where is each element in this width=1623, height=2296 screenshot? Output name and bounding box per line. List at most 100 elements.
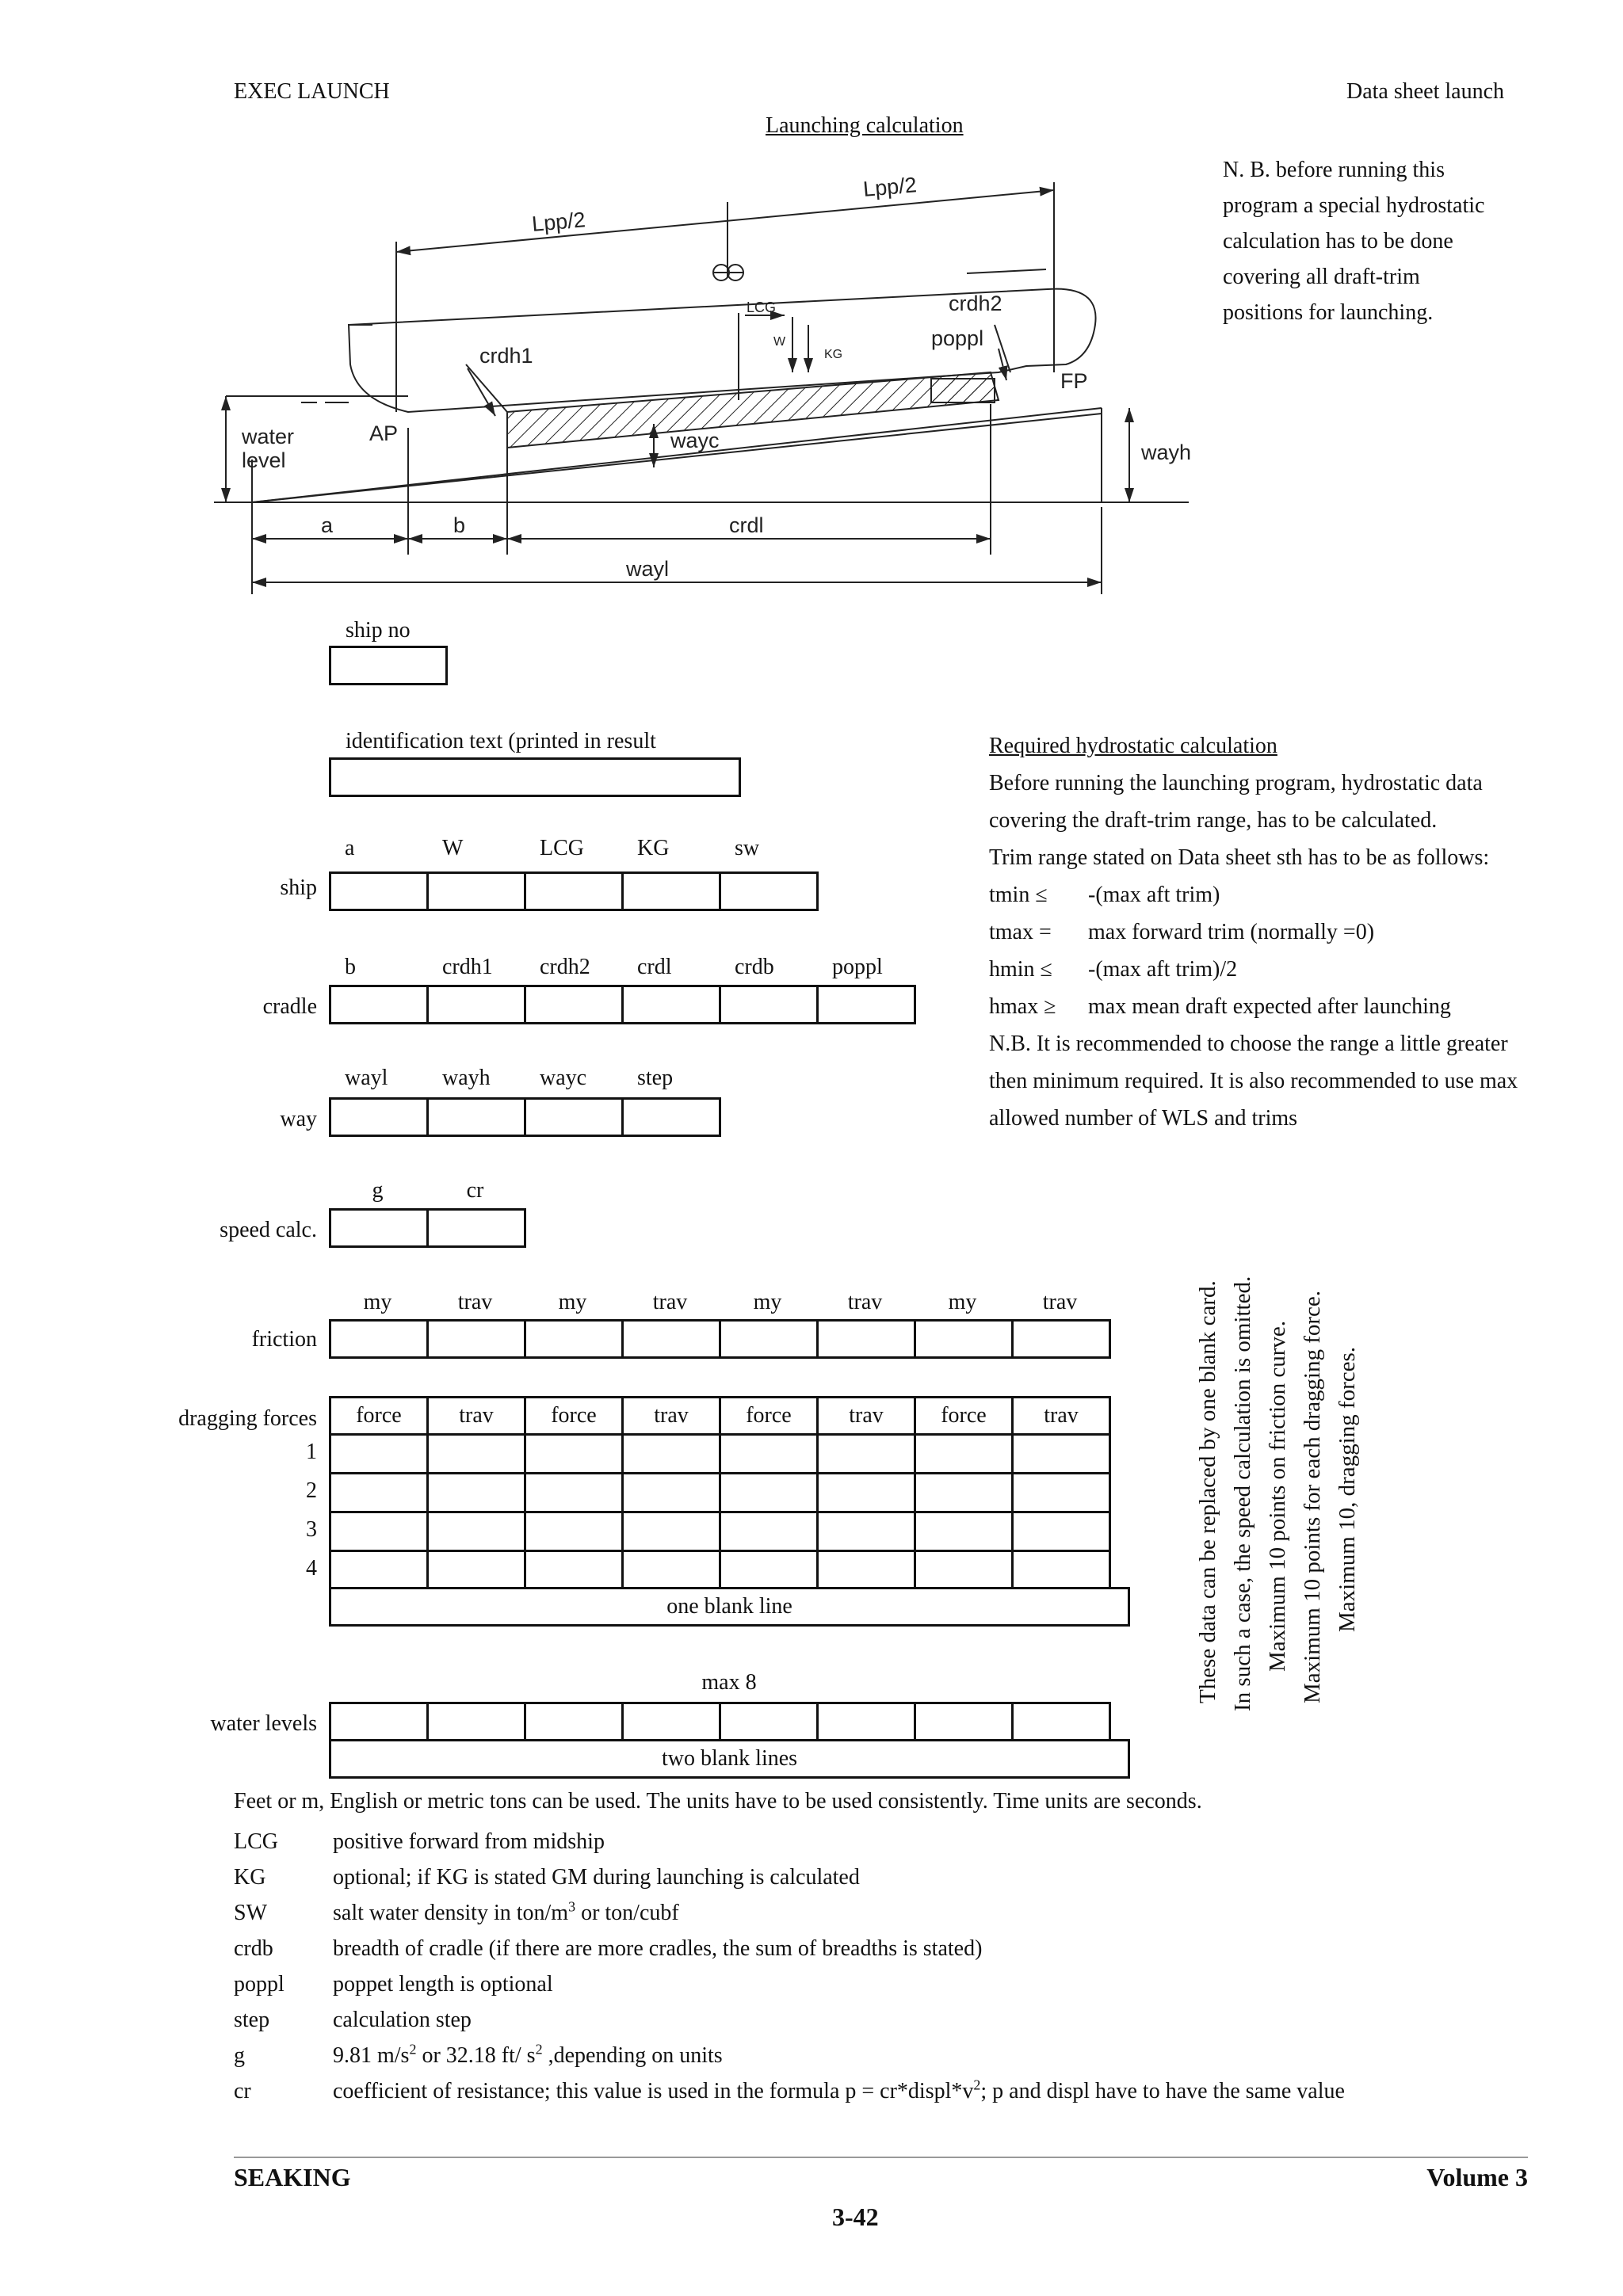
drag-column-header-label: trav (1044, 1403, 1079, 1428)
two-blank-lines-row[interactable]: two blank lines (329, 1739, 1130, 1779)
friction-column-header: my (948, 1290, 977, 1314)
water-level-cell[interactable] (816, 1702, 916, 1741)
diagram-label: KG (824, 348, 842, 361)
cradle-cell[interactable] (719, 985, 819, 1024)
ship-cell[interactable] (426, 871, 526, 911)
vertical-note: In such a case, the speed calculation is… (1230, 1276, 1255, 1711)
drag-cell[interactable] (329, 1472, 429, 1513)
cradle-cell[interactable] (816, 985, 916, 1024)
drag-cell[interactable] (816, 1472, 916, 1513)
drag-cell[interactable] (719, 1472, 819, 1513)
water-level-cell[interactable] (329, 1702, 429, 1741)
hydro-title: Required hydrostatic calculation (989, 734, 1277, 758)
water-levels-label: water levels (210, 1711, 318, 1736)
drag-cell[interactable] (524, 1433, 624, 1474)
cradle-column-header: b (345, 955, 356, 979)
ship-cell[interactable] (524, 871, 624, 911)
friction-cell[interactable] (524, 1319, 624, 1359)
ship-column-header: KG (637, 836, 670, 860)
drag-cell[interactable] (914, 1550, 1014, 1591)
drag-column-header-label: force (746, 1403, 792, 1428)
drag-cell[interactable] (914, 1511, 1014, 1552)
drag-cell[interactable] (426, 1511, 526, 1552)
ship-cell[interactable] (621, 871, 721, 911)
ident-label: identification text (printed in result (346, 729, 656, 753)
friction-column-header: trav (847, 1290, 883, 1314)
drag-cell[interactable] (719, 1550, 819, 1591)
drag-cell[interactable] (621, 1472, 721, 1513)
drag-cell[interactable] (329, 1433, 429, 1474)
footer-right: Volume 3 (1426, 2163, 1528, 2191)
one-blank-line-row[interactable]: one blank line (329, 1587, 1130, 1627)
speed-cell[interactable] (329, 1208, 429, 1248)
drag-cell[interactable] (524, 1472, 624, 1513)
drag-cell[interactable] (426, 1550, 526, 1591)
friction-column-header: my (363, 1290, 392, 1314)
drag-cell[interactable] (524, 1511, 624, 1552)
cradle-cell[interactable] (621, 985, 721, 1024)
water-level-cell[interactable] (1011, 1702, 1111, 1741)
drag-column-header-label: trav (849, 1403, 884, 1428)
friction-cell[interactable] (914, 1319, 1014, 1359)
drag-cell[interactable] (1011, 1511, 1111, 1552)
drag-cell[interactable] (1011, 1550, 1111, 1591)
drag-cell[interactable] (816, 1511, 916, 1552)
cradle-cell[interactable] (426, 985, 526, 1024)
friction-cell[interactable] (621, 1319, 721, 1359)
drag-cell[interactable] (914, 1433, 1014, 1474)
way-cell[interactable] (426, 1097, 526, 1137)
drag-cell[interactable] (914, 1472, 1014, 1513)
way-cell[interactable] (329, 1097, 429, 1137)
water-level-cell[interactable] (621, 1702, 721, 1741)
water-level-cell[interactable] (719, 1702, 819, 1741)
water-level-cell[interactable] (426, 1702, 526, 1741)
cradle (506, 371, 1000, 449)
drag-cell[interactable] (1011, 1472, 1111, 1513)
definition-term: step (234, 2008, 270, 2032)
hydro-line: N.B. It is recommended to choose the ran… (989, 1032, 1508, 1056)
speed-cell[interactable] (426, 1208, 526, 1248)
friction-cell[interactable] (329, 1319, 429, 1359)
drag-cell[interactable] (621, 1511, 721, 1552)
drag-cell[interactable] (329, 1511, 429, 1552)
way-cell[interactable] (524, 1097, 624, 1137)
drag-column-header: force (524, 1396, 624, 1436)
water-level-cell[interactable] (524, 1702, 624, 1741)
ship-no-field[interactable] (329, 646, 448, 685)
hydro-range-row: tmin ≤-(max aft trim) (989, 876, 1518, 913)
cradle-cell[interactable] (329, 985, 429, 1024)
water-level-cell[interactable] (914, 1702, 1014, 1741)
friction-cell[interactable] (1011, 1319, 1111, 1359)
ship-cell[interactable] (719, 871, 819, 911)
speed-column-header: g (372, 1178, 384, 1203)
drag-cell[interactable] (1011, 1433, 1111, 1474)
way-cell[interactable] (621, 1097, 721, 1137)
drag-cell[interactable] (719, 1433, 819, 1474)
drag-cell[interactable] (524, 1550, 624, 1591)
friction-cell[interactable] (426, 1319, 526, 1359)
drag-cell[interactable] (426, 1472, 526, 1513)
drag-cell[interactable] (719, 1511, 819, 1552)
ident-field[interactable] (329, 757, 741, 797)
cradle-cell[interactable] (524, 985, 624, 1024)
hydro-line: allowed number of WLS and trims (989, 1106, 1298, 1131)
definition-term: KG (234, 1865, 266, 1890)
nb-line: positions for launching. (1223, 300, 1434, 325)
friction-cell[interactable] (719, 1319, 819, 1359)
midship-symbol (712, 264, 744, 281)
drag-cell[interactable] (816, 1433, 916, 1474)
friction-cell[interactable] (816, 1319, 916, 1359)
diagram-label: crdl (729, 513, 764, 537)
drag-cell[interactable] (621, 1433, 721, 1474)
ship-cell[interactable] (329, 871, 429, 911)
drag-cell[interactable] (426, 1433, 526, 1474)
friction-row-label: friction (251, 1327, 317, 1352)
drag-column-header: trav (1011, 1396, 1111, 1436)
drag-cell[interactable] (816, 1550, 916, 1591)
drag-cell[interactable] (621, 1550, 721, 1591)
drag-cell[interactable] (329, 1550, 429, 1591)
hydro-section: Required hydrostatic calculation Before … (989, 727, 1518, 1137)
